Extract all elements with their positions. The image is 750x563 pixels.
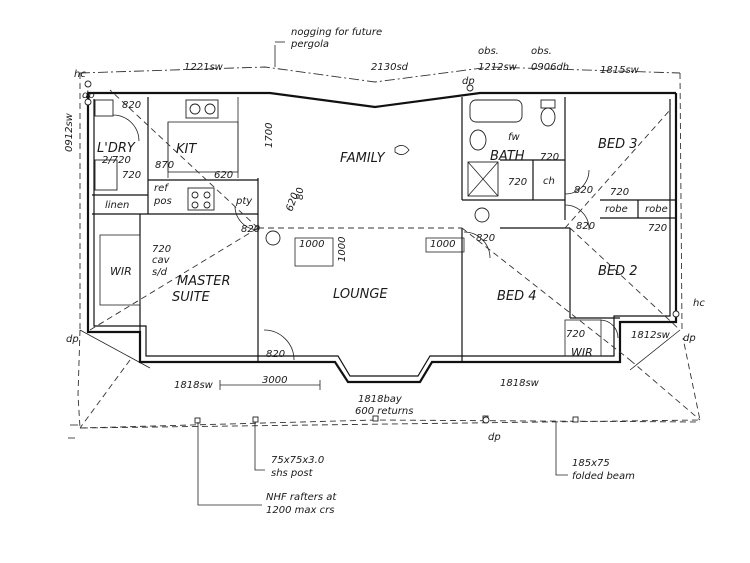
beam-note: 185x75	[572, 458, 610, 469]
downpipe-label: dp	[82, 90, 95, 101]
linen-label: linen	[105, 200, 129, 211]
dim-label: 820	[576, 221, 595, 232]
room-labels: L'DRY KIT FAMILY BATH BED 3 BED 2 BED 4 …	[97, 132, 668, 359]
window-code-label: obs.	[478, 46, 499, 57]
bed4-label: BED 4	[497, 289, 537, 304]
dim-label: 820	[574, 185, 593, 196]
downpipe-label: dp	[462, 76, 475, 87]
bath-label: BATH	[490, 149, 525, 164]
downpipe-label: dp	[488, 432, 501, 443]
dim-label: 2/720	[102, 155, 131, 166]
rafters-note-line2: 1200 max crs	[266, 505, 334, 516]
window-code-label: 0912sw	[64, 112, 75, 152]
dim-label: 1000	[337, 237, 348, 262]
floor-waste-label: fw	[508, 132, 521, 143]
lounge-label: LOUNGE	[333, 287, 388, 302]
nogging-note-line2: pergola	[290, 39, 329, 50]
linen-cupboard-label: ch	[543, 176, 555, 187]
family-label: FAMILY	[340, 151, 386, 166]
hose-cock-label: hc	[74, 69, 86, 80]
robe-bed2-label: robe	[645, 204, 668, 215]
construction-notes: nogging for future pergola 1818bay 600 r…	[266, 27, 635, 516]
rafters-note: NHF rafters at	[266, 492, 337, 503]
robe-bed3-label: robe	[605, 204, 628, 215]
window-code-label: 2130sd	[371, 62, 409, 73]
master-suite-label: MASTER	[177, 274, 231, 289]
dim-label: 720	[122, 170, 141, 181]
dim-label: 820	[122, 100, 141, 111]
bay-note: 1818bay	[358, 394, 403, 405]
pergola-posts	[194, 41, 579, 506]
dim-label: 720	[152, 244, 171, 255]
downpipe-label: dp	[683, 333, 696, 344]
kitchen-label: KIT	[176, 142, 197, 157]
wir-master-label: WIR	[110, 265, 132, 278]
hose-cock-label: hc	[693, 298, 705, 309]
roof-lines	[89, 89, 681, 361]
dim-label: 80	[295, 187, 306, 200]
dim-label: 720	[508, 177, 527, 188]
cavity-slider-label-line2: s/d	[152, 267, 168, 278]
beam-note-line2: folded beam	[572, 471, 635, 482]
dim-label: 720	[610, 187, 629, 198]
dim-label: 3000	[262, 375, 287, 386]
nogging-note: nogging for future	[291, 27, 382, 38]
marker-labels: hc dp dp dp hc dp dp	[66, 69, 705, 443]
pantry-label: pty	[235, 196, 253, 207]
cavity-slider-label: cav	[152, 255, 171, 266]
window-code-label: 1212sw	[478, 62, 518, 73]
skylight-boxes	[294, 237, 465, 267]
service-markers	[84, 80, 680, 424]
dim-label: 720	[648, 223, 667, 234]
post-note-line2: shs post	[271, 468, 314, 479]
dim-label: 720	[566, 329, 585, 340]
window-code-label: 1221sw	[184, 62, 224, 73]
window-code-label: 0906dh	[531, 62, 569, 73]
master-suite-label-line2: SUITE	[172, 290, 211, 305]
dim-label: 870	[155, 160, 174, 171]
interior-walls	[87, 97, 676, 362]
dim-label: 820	[241, 224, 260, 235]
window-code-label: 1812sw	[631, 330, 671, 341]
exterior-walls	[86, 91, 678, 384]
fridge-label: ref	[154, 183, 169, 194]
downpipe-label: dp	[66, 334, 79, 345]
window-code-label: 1818sw	[500, 378, 540, 389]
dim-label: 720	[540, 152, 559, 163]
window-code-label: obs.	[531, 46, 552, 57]
dim-label: 620	[214, 170, 233, 181]
bay-note-line2: 600 returns	[355, 406, 413, 417]
bed2-label: BED 2	[598, 264, 638, 279]
dim-label: 1700	[264, 123, 275, 148]
dim-label: 820	[266, 349, 285, 360]
bed3-label: BED 3	[598, 137, 638, 152]
dim-label: 1000	[430, 239, 455, 250]
window-codes: 1221sw 2130sd obs. 1212sw obs. 0906dh 18…	[64, 46, 671, 391]
laundry-label: L'DRY	[97, 141, 136, 156]
fridge-label-line2: pos	[153, 196, 172, 207]
window-code-label: 1815sw	[600, 65, 640, 76]
window-code-label: 1818sw	[174, 380, 214, 391]
dim-label: 820	[476, 233, 495, 244]
wir-bed2-label: WIR	[571, 346, 593, 359]
fixtures	[94, 99, 556, 246]
post-note: 75x75x3.0	[271, 455, 324, 466]
dim-label: 1000	[299, 239, 324, 250]
